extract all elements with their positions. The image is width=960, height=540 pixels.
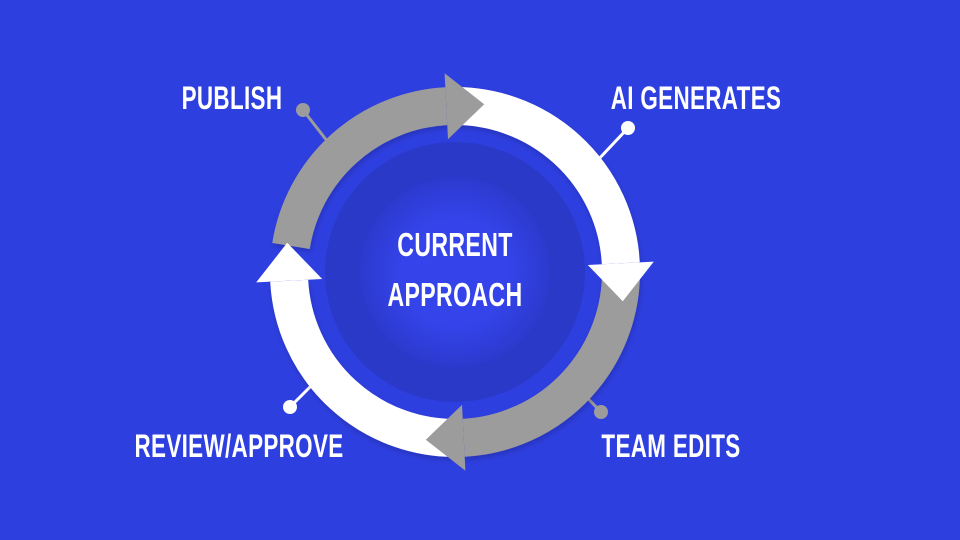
arrowhead-left-icon: [256, 242, 323, 283]
arc-segment-review-approve: [270, 279, 462, 457]
cycle-arrowheads: [256, 73, 654, 471]
leader-dot-team-edits: [594, 405, 608, 419]
arc-segment-publish: [272, 87, 448, 250]
center-disc: [360, 177, 550, 367]
step-label-ai-generates: AI GENERATES: [610, 80, 782, 116]
arrowhead-top-icon: [444, 73, 485, 140]
arrowhead-bottom-icon: [425, 404, 466, 471]
center-title-line1: CURRENT: [397, 226, 513, 263]
center-title-line2: APPROACH: [387, 276, 523, 313]
step-label-review-approve: REVIEW/APPROVE: [134, 428, 344, 464]
arc-segment-team-edits: [462, 265, 640, 457]
arrowhead-right-icon: [587, 261, 654, 302]
leader-dot-ai-generates: [621, 121, 635, 135]
step-label-publish: PUBLISH: [181, 80, 283, 116]
arc-segment-ai-generates: [448, 87, 640, 265]
cycle-arcs: [270, 87, 640, 457]
leader-lines: [283, 103, 635, 419]
leader-dot-publish: [296, 103, 310, 117]
step-label-team-edits: TEAM EDITS: [601, 428, 741, 464]
cycle-center-title: CURRENT APPROACH: [368, 220, 543, 320]
leader-dot-review-approve: [283, 400, 297, 414]
leader-line-ai-generates: [594, 126, 630, 164]
